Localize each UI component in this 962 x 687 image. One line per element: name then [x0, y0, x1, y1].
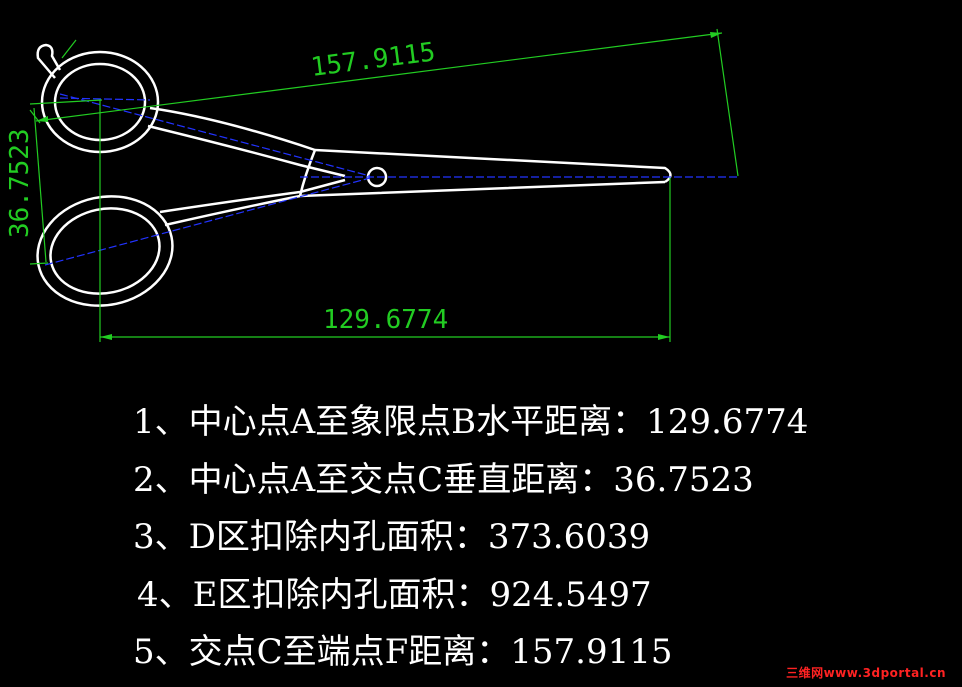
dim-diagonal-arrow-left — [36, 116, 48, 122]
dim-horizontal-arrow-right — [658, 334, 670, 340]
dim-vertical-ext-a — [29, 99, 103, 105]
result-line-2: 2、中心点A至交点C垂直距离：36.7523 — [133, 459, 754, 500]
dim-vertical-value: 36.7523 — [5, 128, 35, 238]
lower-ring-outer — [36, 195, 174, 307]
dim-horizontal-value: 129.6774 — [323, 305, 448, 335]
upper-arm-inner — [147, 124, 346, 178]
results-list: 1、中心点A至象限点B水平距离：129.6774 2、中心点A至交点C垂直距离：… — [133, 394, 808, 682]
dim-diagonal-arrow-right — [710, 32, 722, 38]
result-line-5: 5、交点C至端点F距离：157.9115 — [133, 632, 673, 672]
upper-arm — [149, 106, 672, 184]
ring-hook — [36, 43, 62, 79]
centerline-upper-ring — [59, 97, 151, 101]
result-line-3: 3、D区扣除内孔面积：373.6039 — [133, 517, 651, 557]
watermark: 三维网www.3dportal.cn — [786, 666, 946, 680]
lower-ring-inner — [49, 207, 161, 295]
centerlines — [44, 93, 740, 266]
centerline-upper — [59, 93, 371, 177]
dimension-arrows — [36, 32, 722, 340]
lower-arm-inner — [159, 178, 346, 214]
result-line-4: 4、E区扣除内孔面积：924.5497 — [137, 574, 652, 615]
result-line-1: 1、中心点A至象限点B水平距离：129.6774 — [133, 402, 809, 442]
lower-arm — [164, 180, 666, 227]
dim-diagonal-line — [35, 32, 723, 122]
dim-diagonal-leader — [61, 39, 77, 59]
dimensions — [29, 28, 739, 342]
dim-vertical-ext-b — [29, 262, 49, 265]
centerline-lower — [44, 177, 371, 266]
dim-horizontal-arrow-left — [100, 334, 112, 340]
dim-diagonal-ext-b — [716, 28, 739, 177]
scissors-outline — [36, 43, 672, 307]
dim-diagonal-value: 157.9115 — [309, 37, 437, 83]
dim-vertical-line — [33, 107, 47, 263]
pivot-cross — [298, 149, 317, 197]
